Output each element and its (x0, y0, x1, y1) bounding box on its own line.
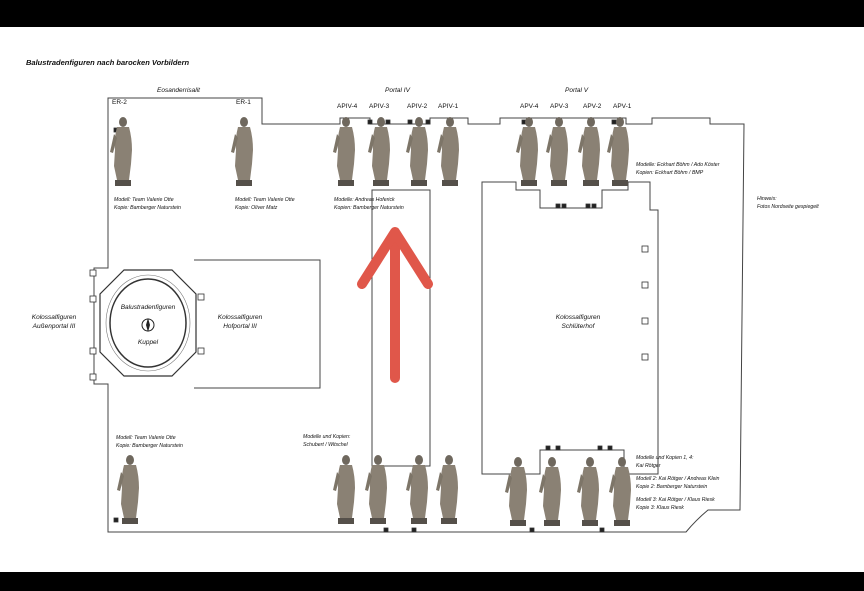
label-apiv1: APIV-1 (438, 103, 459, 110)
note-p5-line1: Modelle: Eckhart Böhm / Ado Köster (636, 162, 720, 168)
note-p4-line2: Kopien: Bamberger Naturstein (334, 205, 404, 211)
floor-plan-svg: Balustradenfiguren nach barocken Vorbild… (26, 58, 819, 533)
note-hint-line1: Hinweis: (757, 196, 777, 202)
portal-iv-label: Portal IV (385, 87, 411, 94)
letterbox-bottom (0, 572, 864, 591)
statue-figure (117, 455, 139, 524)
label-apv2: APV-2 (583, 103, 602, 110)
schlueter-line1: Kolossalfiguren (556, 314, 601, 321)
statue-figure (406, 455, 428, 524)
note-hint-line2: Fotos Nordseite gespiegelt (757, 204, 819, 210)
note-mk-line2: Schubert / Witschel (303, 442, 348, 448)
red-arrow-up (357, 227, 433, 383)
note-er1-line1: Modell: Team Valerie Otte (235, 197, 295, 203)
note-er2-line1: Modell: Team Valerie Otte (114, 197, 174, 203)
statue-figure (436, 455, 458, 524)
statue-figure (546, 117, 568, 186)
statue-figure (607, 117, 629, 186)
statue-row-top (110, 117, 629, 186)
statue-row-bottom (117, 455, 631, 526)
label-apv1: APV-1 (613, 103, 632, 110)
note-bl-line2: Kopie: Bamberger Naturstein (116, 443, 183, 449)
statue-figure (516, 117, 538, 186)
statue-figure (333, 117, 355, 186)
kol-hof-line2: Hofportal III (223, 323, 257, 330)
eosander-label: Eosanderrisalit (157, 87, 201, 94)
statue-figure (110, 117, 132, 186)
note-br-line1: Modelle und Kopien 1, 4: (636, 455, 694, 461)
label-er2: ER-2 (112, 99, 127, 106)
statue-figure (539, 457, 561, 526)
label-apv3: APV-3 (550, 103, 569, 110)
label-apiv2: APIV-2 (407, 103, 428, 110)
cupola (99, 269, 197, 377)
kol-aussen-line1: Kolossalfiguren (32, 314, 77, 321)
floor-plan-sheet: Balustradenfiguren nach barocken Vorbild… (0, 27, 864, 572)
statue-figure (609, 457, 631, 526)
portal-v-label: Portal V (565, 87, 589, 94)
label-apiv3: APIV-3 (369, 103, 390, 110)
schlueter-line2: Schlüterhof (562, 323, 596, 330)
kuppel-line1: Balustradenfiguren (121, 304, 176, 311)
label-apiv4: APIV-4 (337, 103, 358, 110)
note-mk-line1: Modelle und Kopien: (303, 434, 351, 440)
statue-figure (406, 117, 428, 186)
note-br-line6: Kopie 3: Klaus Riesk (636, 505, 684, 511)
label-apv4: APV-4 (520, 103, 539, 110)
plan-title: Balustradenfiguren nach barocken Vorbild… (26, 58, 190, 67)
kol-aussen-line2: Außenportal III (32, 323, 76, 330)
statue-figure (505, 457, 527, 526)
statue-figure (333, 455, 355, 524)
label-er1: ER-1 (236, 99, 251, 106)
statue-figure (577, 457, 599, 526)
note-p5-line2: Kopien: Eckhart Böhm / BMP (636, 170, 704, 176)
note-br-line3: Modell 2: Kai Rötger / Andreas Klein (636, 476, 720, 482)
statue-figure (578, 117, 600, 186)
kuppel-line2: Kuppel (138, 339, 159, 346)
letterbox-top (0, 0, 864, 27)
note-er2-line2: Kopie: Bamberger Naturstein (114, 205, 181, 211)
statue-figure (437, 117, 459, 186)
statue-figure (231, 117, 253, 186)
note-br-line5: Modell 3: Kai Rötger / Klaus Riesk (636, 497, 715, 503)
note-er1-line2: Kopie: Oliver Matz (235, 205, 278, 211)
note-p4-line1: Modelle: Andreas Hoferick (334, 197, 395, 203)
statue-figure (368, 117, 390, 186)
statue-figure (365, 455, 387, 524)
note-bl-line1: Modell: Team Valerie Otte (116, 435, 176, 441)
kol-hof-line1: Kolossalfiguren (218, 314, 263, 321)
note-br-line2: Kai Rötger (636, 463, 661, 469)
note-br-line4: Kopie 2: Bamberger Naturstein (636, 484, 707, 490)
